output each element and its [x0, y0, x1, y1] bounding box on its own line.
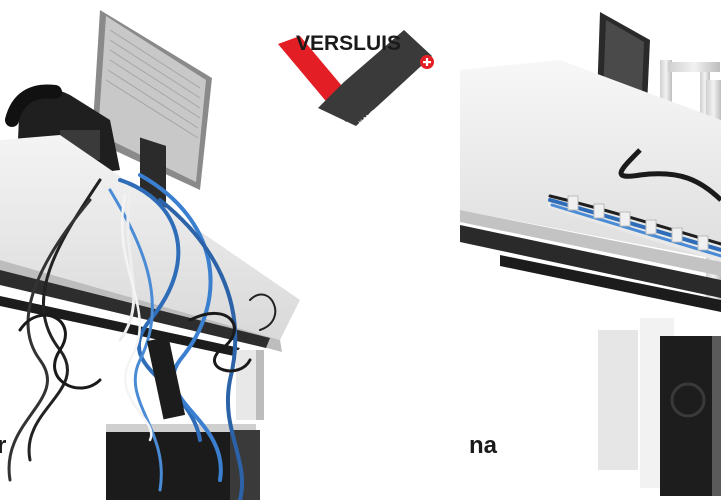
logo-brand-text: VERSLUIS	[296, 32, 401, 55]
after-scene	[460, 12, 721, 496]
after-label: na	[469, 432, 498, 459]
before-scene	[0, 10, 300, 500]
versluis-logo: VERSLUIS KANTOORINRICHTERS	[278, 30, 434, 128]
before-label: r	[0, 432, 7, 459]
